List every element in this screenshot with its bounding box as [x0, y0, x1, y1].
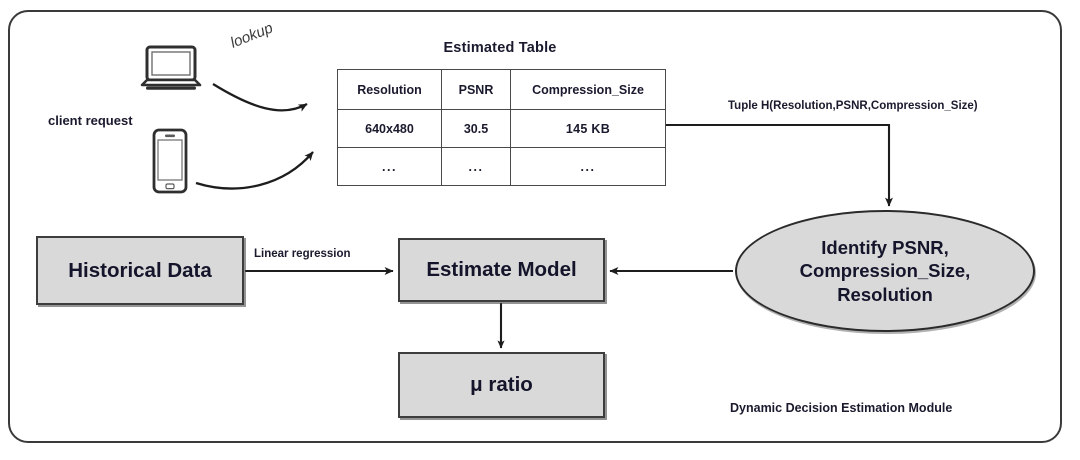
table-row: ... ... ...: [337, 147, 666, 186]
phone-icon: [152, 128, 188, 194]
identify-parameters-node[interactable]: Identify PSNR, Compression_Size, Resolut…: [735, 210, 1035, 332]
estimated-table: Resolution PSNR Compression_Size 640x480…: [337, 69, 666, 186]
cell-compression-size-0: 145 KB: [510, 109, 666, 148]
estimated-table-title: Estimated Table: [443, 40, 557, 56]
module-caption: Dynamic Decision Estimation Module: [730, 401, 953, 415]
client-request-label: client request: [48, 113, 133, 128]
mu-ratio-node[interactable]: μ ratio: [398, 352, 605, 418]
column-header-resolution: Resolution: [337, 69, 442, 110]
historical-data-node[interactable]: Historical Data: [36, 236, 244, 305]
cell-compression-size-1: ...: [510, 147, 666, 186]
table-row: 640x480 30.5 145 KB: [337, 109, 666, 148]
column-header-compression-size: Compression_Size: [510, 69, 666, 110]
identify-line-3: Resolution: [837, 283, 933, 305]
identify-line-1: Identify PSNR,: [821, 237, 949, 259]
identify-line-2: Compression_Size,: [799, 260, 971, 282]
cell-psnr-0: 30.5: [441, 109, 511, 148]
module-frame: [8, 10, 1062, 443]
laptop-icon: [140, 45, 202, 90]
cell-resolution-0: 640x480: [337, 109, 442, 148]
tuple-edge-label: Tuple H(Resolution,PSNR,Compression_Size…: [728, 100, 978, 112]
cell-psnr-1: ...: [441, 147, 511, 186]
estimate-model-node[interactable]: Estimate Model: [398, 238, 605, 302]
table-header-row: Resolution PSNR Compression_Size: [337, 69, 666, 110]
cell-resolution-1: ...: [337, 147, 442, 186]
column-header-psnr: PSNR: [441, 69, 511, 110]
linear-regression-edge-label: Linear regression: [254, 248, 351, 260]
